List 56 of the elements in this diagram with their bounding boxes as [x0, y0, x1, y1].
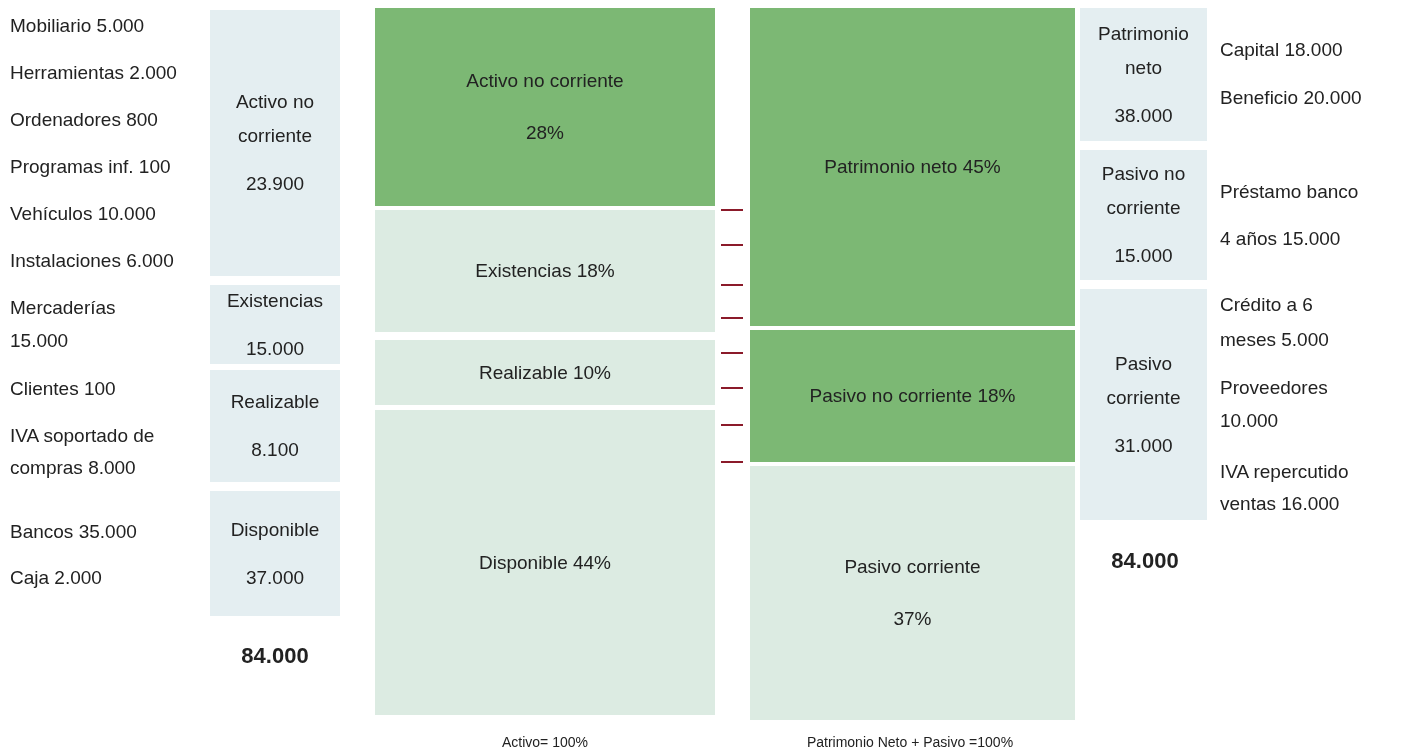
account-item-text: IVA soportado de compras 8.000 — [10, 424, 156, 480]
amount-text: 8.100 — [251, 438, 299, 462]
panel-title: Existencias — [226, 288, 324, 313]
panel-title: Disponible — [230, 517, 320, 542]
account-item-text: Bancos 35.000 — [10, 520, 138, 544]
account-item-text: Caja 2.000 — [10, 566, 103, 590]
account-item-text: Ordenadores 800 — [10, 108, 159, 132]
panel-title: Patrimonio neto 45% — [824, 155, 1001, 179]
panel-title: Realizable — [230, 390, 320, 414]
panel-title: Activo no corriente — [234, 90, 316, 148]
amount-text: 15.000 — [1114, 244, 1173, 268]
column-caption: Activo= 100% — [501, 733, 589, 751]
account-item-text: Programas inf. 100 — [10, 155, 172, 179]
amount-text: 37.000 — [245, 565, 305, 590]
amount-text: 15.000 — [245, 336, 305, 361]
panel-title: Activo no corriente 28% — [465, 69, 625, 145]
account-panel — [1080, 8, 1207, 141]
account-panel — [750, 8, 1075, 326]
account-panel — [375, 8, 715, 206]
account-item-text: Vehículos 10.000 — [10, 202, 157, 226]
account-panel — [1080, 150, 1207, 280]
amount-text: 31.000 — [1114, 433, 1173, 458]
account-panel — [210, 10, 340, 276]
account-panel — [750, 466, 1075, 720]
account-panel — [210, 370, 340, 482]
account-item-text: IVA repercutido ventas 16.000 — [1220, 460, 1350, 516]
account-item-text: Préstamo banco 4 años 15.000 — [1220, 180, 1360, 251]
panel-title: Patrimonio neto — [1097, 21, 1190, 80]
account-item-text: Proveedores 10.000 — [1220, 376, 1329, 433]
account-item-text: Crédito a 6 meses 5.000 — [1220, 293, 1330, 352]
account-panel — [375, 410, 715, 715]
account-panel — [1080, 289, 1207, 520]
account-panel — [210, 491, 340, 616]
panel-title: Pasivo no corriente — [1100, 162, 1187, 220]
column-caption: Patrimonio Neto + Pasivo =100% — [805, 733, 1015, 751]
account-panel — [375, 340, 715, 405]
account-item-text: Instalaciones 6.000 — [10, 249, 175, 273]
panel-title: Disponible 44% — [479, 550, 611, 575]
panel-title: Pasivo corriente 37% — [843, 555, 982, 631]
account-item-text: Herramientas 2.000 — [10, 61, 178, 85]
account-item-text: Beneficio 20.000 — [1220, 86, 1363, 110]
account-panel — [750, 330, 1075, 462]
panel-title: Pasivo corriente — [1105, 351, 1182, 410]
total-amount: 84.000 — [240, 642, 310, 670]
amount-text: 38.000 — [1114, 103, 1173, 128]
account-item-text: Mercaderías 15.000 — [10, 296, 117, 353]
amount-text: 23.900 — [245, 172, 305, 196]
total-amount: 84.000 — [1110, 547, 1180, 575]
account-item-text: Mobiliario 5.000 — [10, 14, 146, 38]
panel-title: Pasivo no corriente 18% — [809, 384, 1016, 408]
account-panel — [210, 285, 340, 364]
panel-title: Existencias 18% — [475, 259, 615, 283]
account-item-text: Clientes 100 — [10, 377, 117, 401]
account-panel — [375, 210, 715, 332]
account-item-text: Capital 18.000 — [1220, 38, 1344, 62]
panel-title: Realizable 10% — [479, 360, 611, 385]
